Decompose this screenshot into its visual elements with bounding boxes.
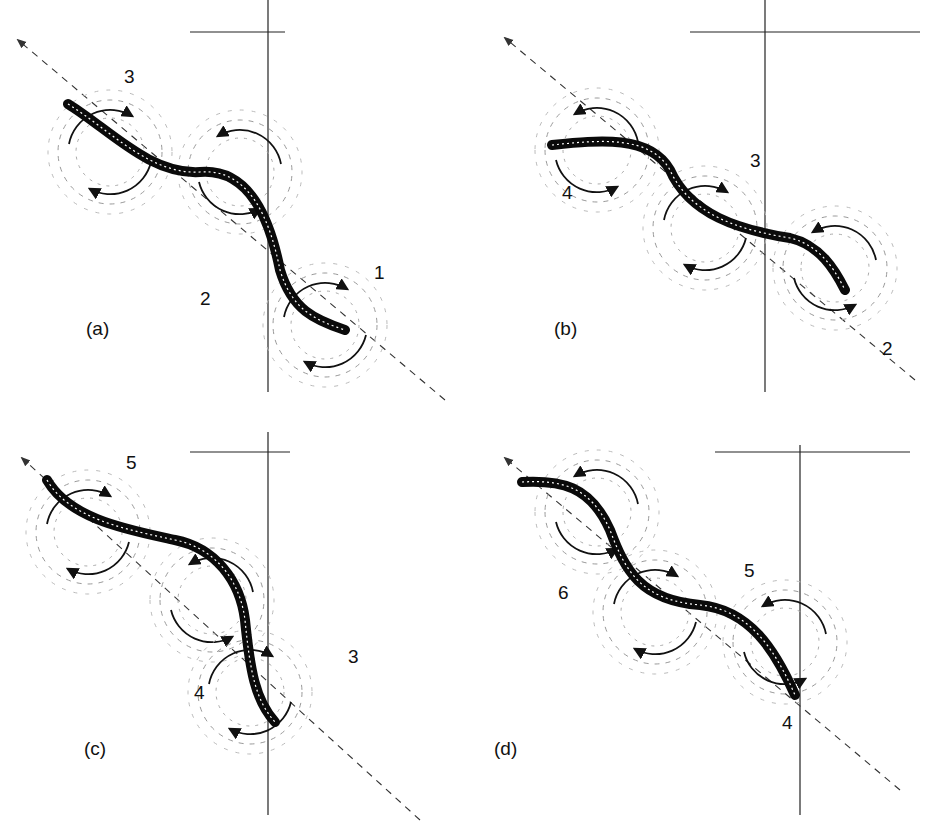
panel-label: (b) [552,318,579,339]
callout-number: 3 [346,646,361,667]
vortex-rings [26,88,897,754]
callout-number: 4 [560,182,575,203]
worm-segments [47,104,845,722]
panel-label: (a) [84,318,111,339]
travel-axis [18,38,915,820]
callout-number: 3 [748,150,763,171]
callout-number: 2 [198,288,213,309]
panel-label: (d) [492,738,519,759]
callout-number: 4 [192,682,207,703]
callout-number: 1 [372,262,387,283]
swimming-worm [47,104,845,722]
callout-number: 3 [122,66,137,87]
callout-number: 2 [880,338,895,359]
callout-number: 6 [556,582,571,603]
frame-lines [190,0,920,815]
panel-label: (c) [82,738,108,759]
callout-number: 5 [742,560,757,581]
callout-number: 5 [124,452,139,473]
callout-number: 4 [780,712,795,733]
